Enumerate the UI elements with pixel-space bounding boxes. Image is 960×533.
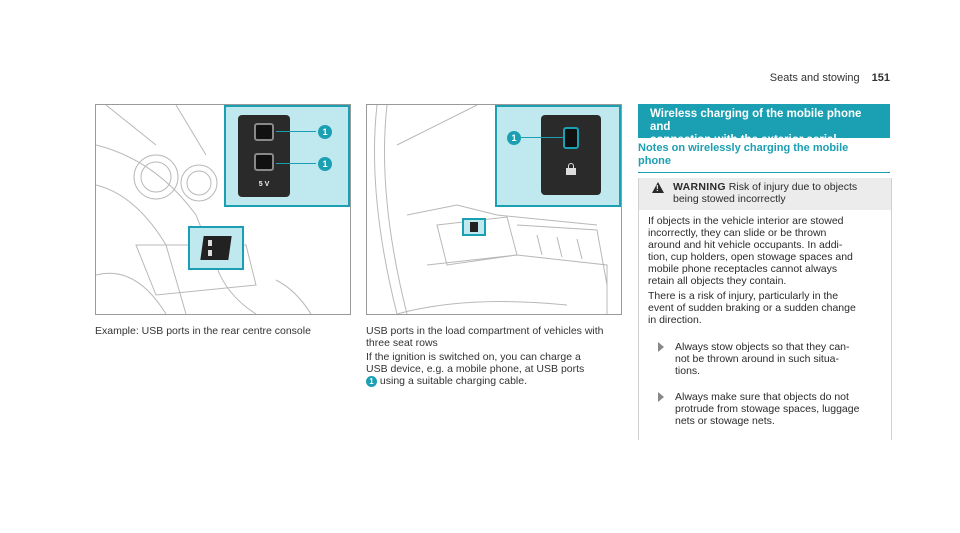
- warning-box: ! WARNING Risk of injury due to objects …: [638, 178, 892, 440]
- warning-paragraph: If objects in the vehicle interior are s…: [648, 215, 853, 287]
- callout-1-badge: 1: [507, 131, 521, 145]
- warning-triangle-icon: !: [652, 182, 664, 193]
- page-number: 151: [871, 72, 890, 84]
- paragraph-line: If the ignition is switched on, you can …: [366, 351, 581, 363]
- warning-label: WARNING: [673, 181, 726, 193]
- rear-console-illustration: [96, 105, 312, 314]
- figure2-caption-line: USB ports in the load compartment of veh…: [366, 325, 604, 337]
- subsection-heading-line: Notes on wirelessly charging the mobile: [638, 142, 849, 154]
- subsection-heading: Notes on wirelessly charging the mobile …: [638, 142, 890, 173]
- subsection-heading-line: phone: [638, 155, 671, 167]
- warning-paragraph: There is a risk of injury, particularly …: [648, 290, 856, 326]
- page-header: Seats and stowing 151: [770, 72, 890, 84]
- voltage-label: 5 V: [258, 181, 270, 188]
- warning-header: ! WARNING Risk of injury due to objects …: [639, 178, 891, 210]
- lock-icon: [565, 163, 577, 175]
- usb-charging-paragraph: If the ignition is switched on, you can …: [366, 351, 631, 387]
- warning-bullet: Always stow objects so that they can- no…: [648, 341, 884, 377]
- usb-panel: 5 V: [238, 115, 290, 197]
- callout-1-badge: 1: [366, 375, 377, 387]
- usb-panel: [541, 115, 601, 195]
- arrow-right-icon: [658, 392, 664, 402]
- zoom-frame-small: [188, 226, 244, 270]
- figure-rear-console-usb: 5 V 1 1: [95, 104, 351, 315]
- figure1-caption: Example: USB ports in the rear centre co…: [95, 325, 311, 337]
- callout-1-badge: 1: [318, 157, 332, 171]
- warning-title-line: Risk of injury due to objects: [728, 181, 858, 193]
- header-title: Seats and stowing: [769, 72, 860, 84]
- warning-bullet: Always make sure that objects do not pro…: [648, 391, 884, 427]
- warning-title-line: being stowed incorrectly: [673, 193, 786, 205]
- section-heading: Wireless charging of the mobile phone an…: [638, 104, 890, 146]
- usb-port-icon: [254, 153, 274, 171]
- zoom-inset: 5 V 1 1: [224, 105, 350, 207]
- callout-1-badge: 1: [318, 125, 332, 139]
- section-heading-line: Wireless charging of the mobile phone an…: [650, 108, 862, 133]
- arrow-right-icon: [658, 342, 664, 352]
- figure2-caption-line: three seat rows: [366, 337, 438, 349]
- figure2-caption: USB ports in the load compartment of veh…: [366, 325, 631, 349]
- zoom-frame-small: [462, 218, 486, 236]
- section-heading-line: connection with the exterior aerial: [650, 134, 837, 146]
- usb-port-icon: [254, 123, 274, 141]
- figure-load-compartment-usb: 1: [366, 104, 622, 315]
- usb-port-icon: [563, 127, 579, 149]
- zoom-inset: 1: [495, 105, 621, 207]
- paragraph-line: 1 using a suitable charging cable.: [366, 375, 631, 387]
- paragraph-line: USB device, e.g. a mobile phone, at USB …: [366, 363, 585, 375]
